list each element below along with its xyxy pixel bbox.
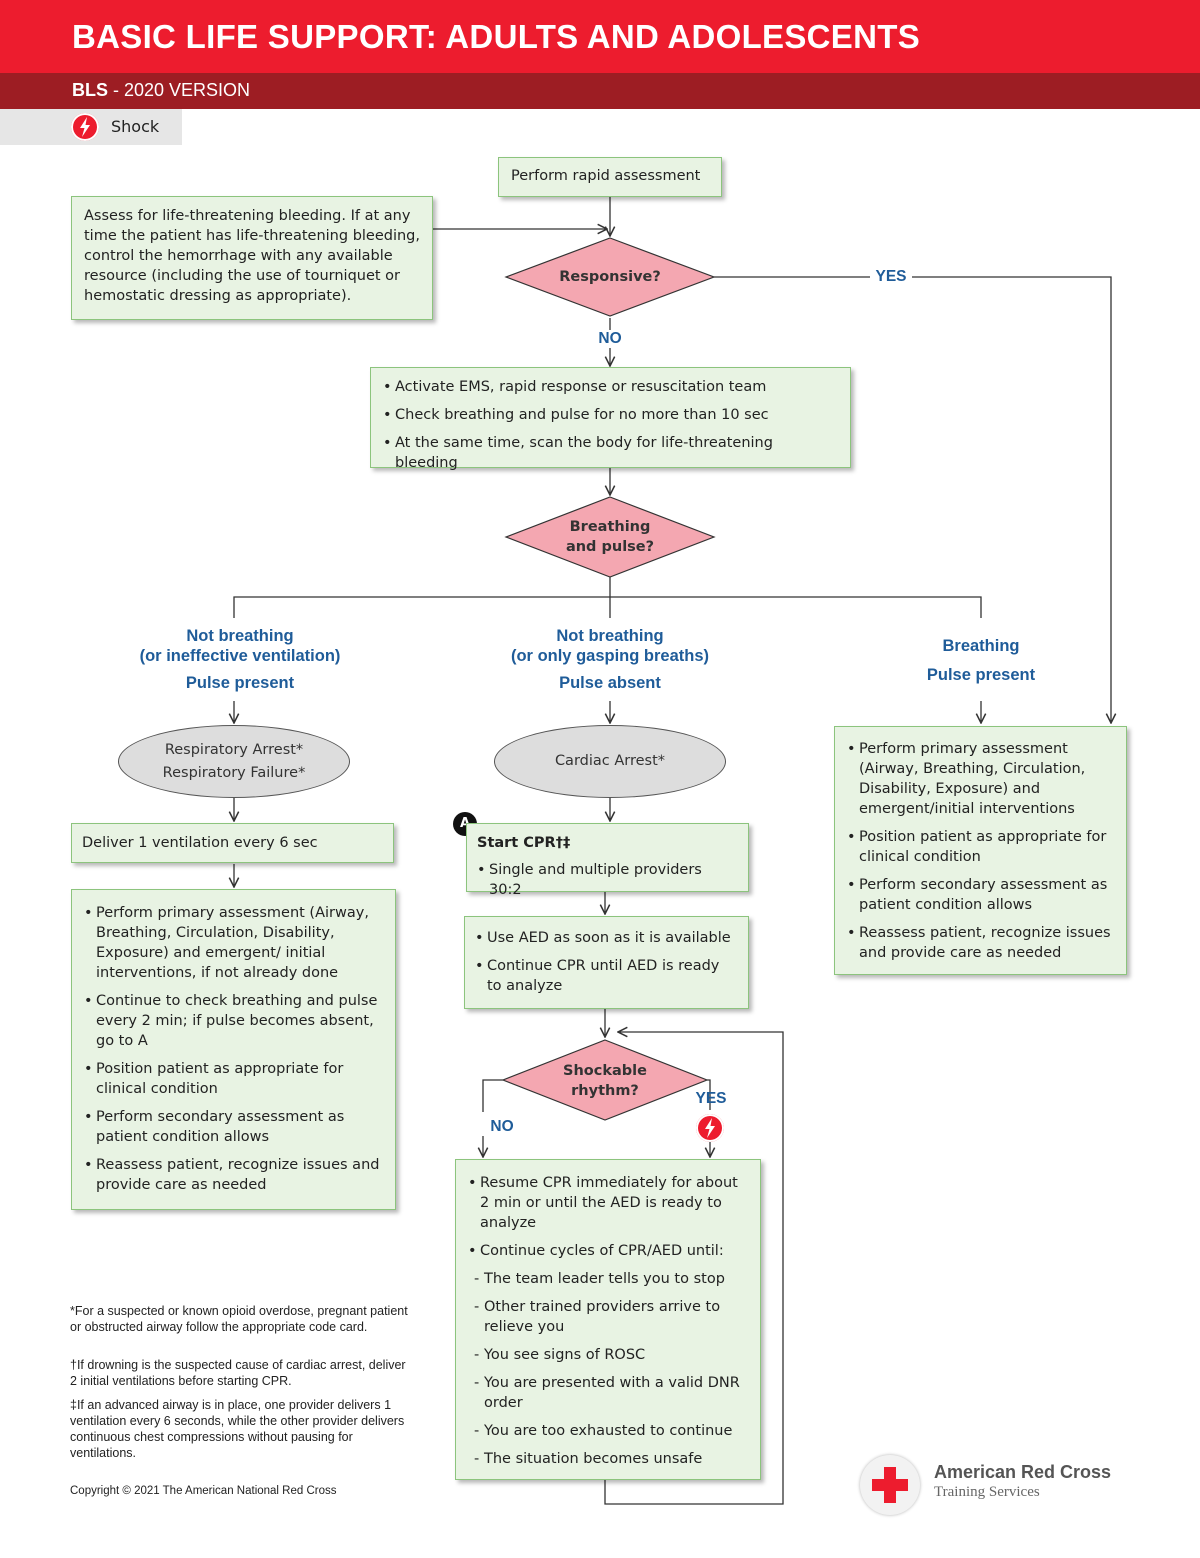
respiratory-oval: Respiratory Arrest* Respiratory Failure*: [118, 725, 350, 798]
activate-ems-box: Activate EMS, rapid response or resuscit…: [370, 367, 851, 471]
version-bar: BLS - 2020 VERSION: [0, 73, 1200, 109]
no-label-shockable: NO: [490, 1118, 514, 1135]
breathing-question: Breathing and pulse?: [540, 517, 680, 557]
start-cpr-heading: Start CPR†‡: [477, 835, 571, 851]
rapid-assessment-text: Perform rapid assessment: [511, 168, 701, 184]
right-action-item: Perform primary assessment (Airway, Brea…: [847, 739, 1116, 819]
footnote-drowning: †If drowning is the suspected cause of c…: [70, 1358, 406, 1388]
mid-branch-label: Not breathing (or only gasping breaths) …: [474, 626, 746, 693]
diamond-responsive: [504, 237, 716, 317]
red-cross-logo-icon: [860, 1455, 920, 1515]
aed-item: Continue CPR until AED is ready to analy…: [475, 956, 738, 996]
mid-label-line2: (or only gasping breaths): [510, 647, 710, 665]
shockable-q-line2: rhythm?: [571, 1083, 639, 1099]
resume-item: Continue cycles of CPR/AED until:: [468, 1241, 750, 1261]
breathing-q-line2: and pulse?: [565, 539, 655, 555]
right-label-line2: Pulse present: [926, 666, 1036, 684]
bleeding-note-text: Assess for life-threatening bleeding. If…: [84, 208, 420, 304]
version-bold: BLS: [72, 80, 108, 100]
breathing-q-line1: Breathing: [569, 519, 651, 535]
left-action-item: Reassess patient, recognize issues and p…: [84, 1155, 383, 1195]
rapid-assessment-box: Perform rapid assessment: [498, 157, 722, 197]
cardiac-oval-text: Cardiac Arrest*: [554, 753, 666, 769]
start-cpr-item: Single and multiple providers 30:2: [477, 860, 738, 900]
start-cpr-box: Start CPR†‡ Single and multiple provider…: [466, 823, 749, 898]
resp-oval-line2: Respiratory Failure*: [162, 764, 306, 781]
page-title: BASIC LIFE SUPPORT: ADULTS AND ADOLESCEN…: [72, 18, 921, 55]
right-action-item: Position patient as appropriate for clin…: [847, 827, 1116, 867]
lightning-icon: [71, 113, 99, 141]
mid-label-line1: Not breathing: [556, 627, 664, 645]
deliver-ventilation-box: Deliver 1 ventilation every 6 sec: [71, 823, 394, 863]
right-actions-box: Perform primary assessment (Airway, Brea…: [834, 726, 1127, 975]
left-action-item: Perform secondary assessment as patient …: [84, 1107, 383, 1147]
aed-box: Use AED as soon as it is available Conti…: [464, 916, 749, 1009]
right-branch-label: Breathing Pulse present: [880, 636, 1082, 685]
until-item: You see signs of ROSC: [474, 1345, 750, 1365]
yes-label-responsive: YES: [875, 268, 907, 285]
resume-cpr-box: Resume CPR immediately for about 2 min o…: [455, 1159, 761, 1480]
copyright-text: Copyright © 2021 The American National R…: [70, 1485, 337, 1497]
line-branch-bar: [233, 596, 982, 618]
left-label-line1: Not breathing: [186, 627, 294, 645]
until-item: You are too exhausted to continue: [474, 1421, 750, 1441]
logo-name: American Red Cross: [934, 1462, 1112, 1482]
right-action-item: Perform secondary assessment as patient …: [847, 875, 1116, 915]
right-label-line1: Breathing: [942, 637, 1020, 655]
until-item: The team leader tells you to stop: [474, 1269, 750, 1289]
version-rest: - 2020 VERSION: [108, 80, 251, 100]
activate-item: Check breathing and pulse for no more th…: [383, 405, 838, 425]
resp-oval-line1: Respiratory Arrest*: [164, 741, 304, 758]
left-action-item: Continue to check breathing and pulse ev…: [84, 991, 383, 1051]
legend-shock-label: Shock: [111, 117, 160, 136]
until-item: Other trained providers arrive to reliev…: [474, 1297, 750, 1337]
left-label-line2: (or ineffective ventilation): [139, 647, 341, 665]
arrow-loop-back: [604, 1032, 784, 1505]
cardiac-oval: Cardiac Arrest*: [494, 725, 726, 798]
header-bar: BASIC LIFE SUPPORT: ADULTS AND ADOLESCEN…: [0, 0, 1200, 73]
diamond-shockable: [501, 1039, 709, 1121]
responsive-question: Responsive?: [559, 269, 661, 285]
deliver-ventilation-text: Deliver 1 ventilation every 6 sec: [82, 835, 318, 851]
left-action-item: Position patient as appropriate for clin…: [84, 1059, 383, 1099]
aed-item: Use AED as soon as it is available: [475, 928, 738, 948]
no-label-responsive: NO: [598, 330, 622, 347]
left-label-line3: Pulse present: [185, 674, 295, 692]
footnote-opioid: *For a suspected or known opioid overdos…: [70, 1304, 408, 1334]
yes-label-shockable: YES: [695, 1090, 727, 1107]
legend: Shock: [0, 109, 182, 145]
arrow-yes-to-right: [912, 276, 1111, 723]
bleeding-note-box: Assess for life-threatening bleeding. If…: [71, 196, 433, 320]
footnote-advanced-airway: ‡If an advanced airway is in place, one …: [70, 1398, 405, 1460]
until-item: The situation becomes unsafe: [474, 1449, 750, 1469]
line-no-branch: [482, 1079, 503, 1112]
shock-lightning-icon: [696, 1114, 724, 1142]
left-action-item: Perform primary assessment (Airway, Brea…: [84, 903, 383, 983]
version-label: BLS - 2020 VERSION: [72, 80, 250, 101]
activate-item: Activate EMS, rapid response or resuscit…: [383, 377, 838, 397]
resume-item: Resume CPR immediately for about 2 min o…: [468, 1173, 750, 1233]
shockable-question: Shockable rhythm?: [535, 1061, 675, 1101]
logo-subtitle: Training Services: [934, 1484, 1040, 1500]
left-branch-label: Not breathing (or ineffective ventilatio…: [104, 626, 376, 693]
diamond-breathing: [504, 496, 716, 578]
right-action-item: Reassess patient, recognize issues and p…: [847, 923, 1116, 963]
shockable-q-line1: Shockable: [563, 1063, 647, 1079]
mid-label-line3: Pulse absent: [559, 674, 661, 692]
left-actions-box: Perform primary assessment (Airway, Brea…: [71, 889, 396, 1210]
until-item: You are presented with a valid DNR order: [474, 1373, 750, 1413]
activate-item: At the same time, scan the body for life…: [383, 433, 838, 473]
